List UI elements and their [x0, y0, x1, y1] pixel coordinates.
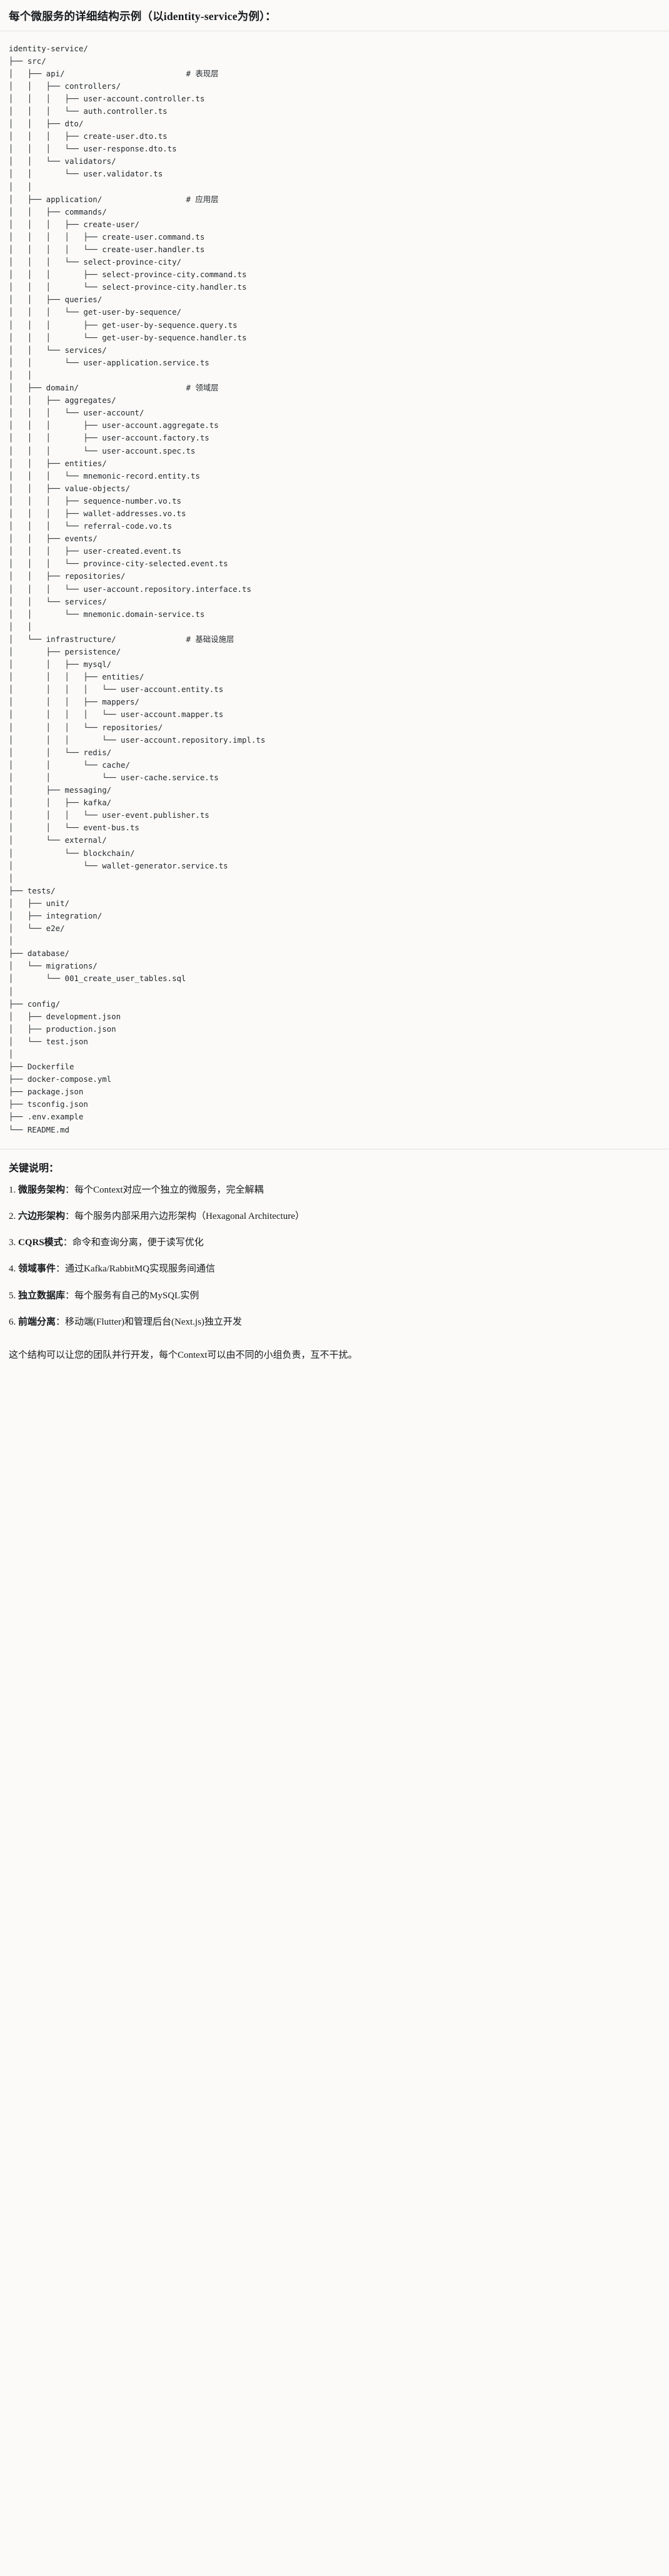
- key-point-description: ：移动端(Flutter)和管理后台(Next.js)独立开发: [56, 1316, 242, 1327]
- closing-paragraph: 这个结构可以让您的团队并行开发，每个Context可以由不同的小组负责，互不干扰…: [9, 1350, 358, 1361]
- key-point-term: 微服务架构: [18, 1184, 66, 1195]
- key-point-term: CQRS模式: [18, 1238, 63, 1248]
- key-point-number: 1.: [9, 1184, 16, 1195]
- key-point-description: ：每个服务内部采用六边形架构（Hexagonal Architecture）: [65, 1211, 304, 1221]
- key-point-item: 3. CQRS模式：命令和查询分离，便于读写优化: [9, 1236, 660, 1250]
- key-point-item: 5. 独立数据库：每个服务有自己的MySQL实例: [9, 1289, 660, 1303]
- key-point-description: ：每个Context对应一个独立的微服务，完全解耦: [65, 1184, 264, 1195]
- key-point-item: 6. 前端分离：移动端(Flutter)和管理后台(Next.js)独立开发: [9, 1315, 660, 1330]
- page-title: 每个微服务的详细结构示例（以identity-service为例）：: [9, 10, 276, 23]
- key-point-item: 4. 领域事件：通过Kafka/RabbitMQ实现服务间通信: [9, 1262, 660, 1276]
- key-point-number: 6.: [9, 1316, 16, 1327]
- key-points-section: 关键说明： 1. 微服务架构：每个Context对应一个独立的微服务，完全解耦 2…: [0, 1149, 669, 1345]
- key-point-number: 5.: [9, 1290, 16, 1301]
- key-point-term: 独立数据库: [18, 1290, 66, 1301]
- key-point-term: 六边形架构: [18, 1211, 66, 1221]
- key-point-number: 3.: [9, 1238, 16, 1248]
- key-points-list: 1. 微服务架构：每个Context对应一个独立的微服务，完全解耦 2. 六边形架…: [9, 1183, 660, 1330]
- key-point-description: ：每个服务有自己的MySQL实例: [65, 1290, 199, 1301]
- directory-tree: identity-service/ ├── src/ │ ├── api/ # …: [9, 43, 266, 1134]
- key-point-item: 1. 微服务架构：每个Context对应一个独立的微服务，完全解耦: [9, 1183, 660, 1198]
- key-point-term: 领域事件: [18, 1264, 56, 1275]
- key-point-number: 4.: [9, 1264, 16, 1275]
- key-point-description: ：命令和查询分离，便于读写优化: [63, 1238, 204, 1248]
- key-point-number: 2.: [9, 1211, 16, 1221]
- key-point-term: 前端分离: [18, 1316, 56, 1327]
- key-point-item: 2. 六边形架构：每个服务内部采用六边形架构（Hexagonal Archite…: [9, 1209, 660, 1224]
- document-page: 每个微服务的详细结构示例（以identity-service为例）： ident…: [0, 10, 669, 1361]
- directory-tree-block: identity-service/ ├── src/ │ ├── api/ # …: [0, 31, 669, 1149]
- key-point-description: ：通过Kafka/RabbitMQ实现服务间通信: [56, 1264, 215, 1275]
- key-points-heading: 关键说明：: [9, 1163, 59, 1174]
